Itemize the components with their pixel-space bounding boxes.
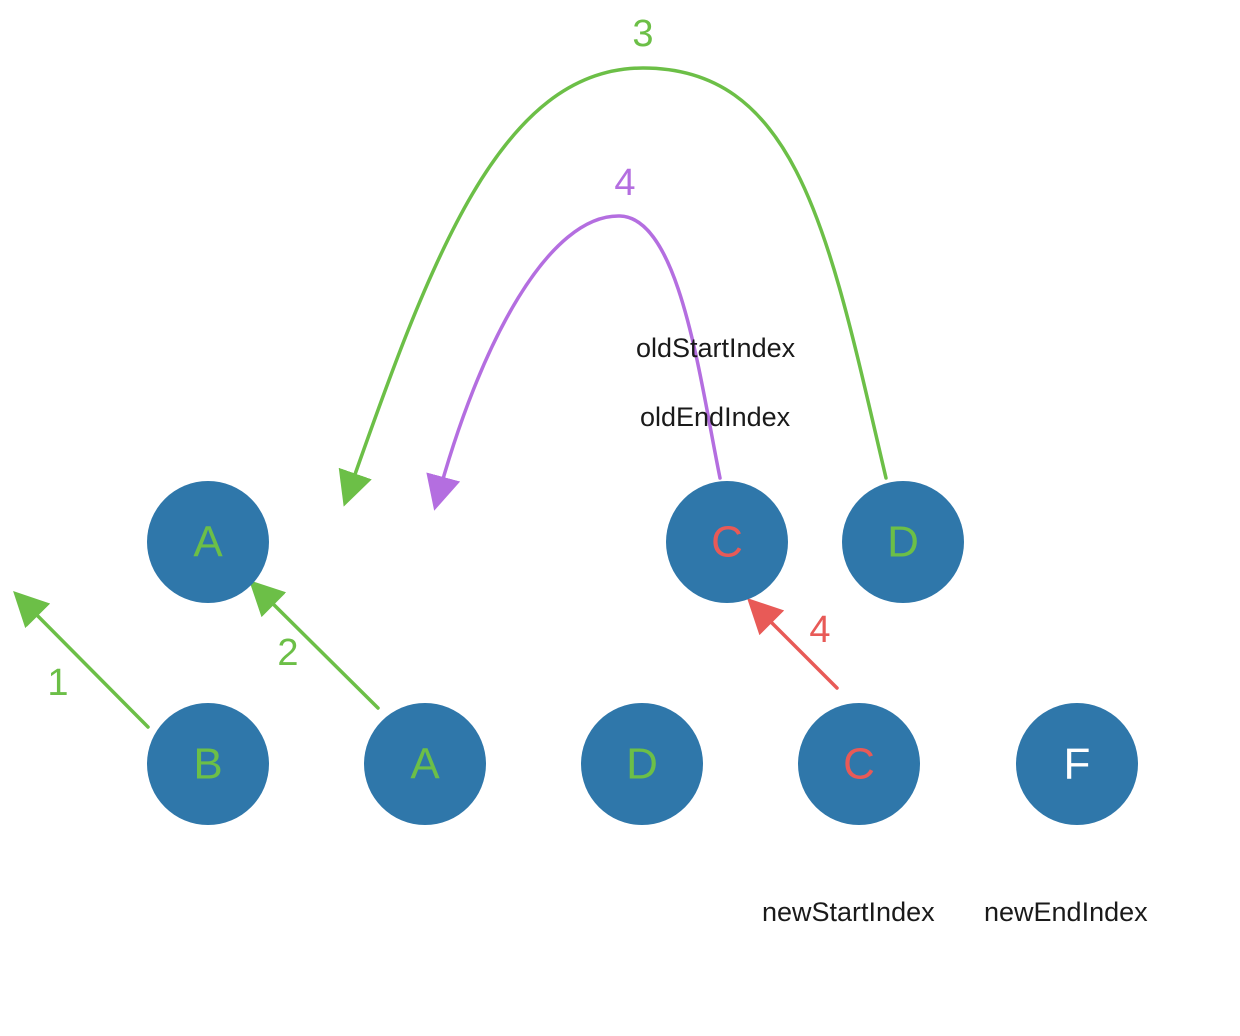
node-circle (581, 703, 703, 825)
old-end-index-label: oldEndIndex (640, 402, 791, 432)
node-label: A (410, 740, 440, 789)
node-label: C (843, 740, 875, 789)
node-label: B (193, 740, 222, 789)
node-label: A (193, 518, 223, 567)
old-node-c: C (666, 481, 788, 603)
arrow-step-4-red (747, 598, 839, 690)
arrow-step-1 (13, 591, 150, 729)
step-label-4-red: 4 (809, 609, 830, 651)
step-label-3: 3 (632, 13, 653, 55)
arrow-step-2 (249, 580, 380, 710)
index-labels: oldStartIndex oldEndIndex newStartIndex … (636, 333, 1148, 927)
old-start-index-label: oldStartIndex (636, 333, 796, 363)
arrows (13, 66, 888, 729)
node-circle (1016, 703, 1138, 825)
old-node-a: A (147, 481, 269, 603)
node-circle (798, 703, 920, 825)
node-label: F (1064, 740, 1091, 789)
node-circle (666, 481, 788, 603)
node-circle (842, 481, 964, 603)
arrow-step-3 (338, 66, 888, 507)
new-node-b: B (147, 703, 269, 825)
node-label: D (887, 518, 919, 567)
node-label: C (711, 518, 743, 567)
old-node-row: A C D (147, 481, 964, 603)
node-circle (147, 703, 269, 825)
new-node-row: B A D C F (147, 703, 1138, 825)
new-start-index-label: newStartIndex (762, 897, 935, 927)
node-circle (147, 481, 269, 603)
node-label: D (626, 740, 658, 789)
old-node-d: D (842, 481, 964, 603)
step-label-2: 2 (277, 632, 298, 674)
node-circle (364, 703, 486, 825)
step-label-1: 1 (47, 662, 68, 704)
new-node-c: C (798, 703, 920, 825)
arrow-step-4-purple (426, 214, 722, 511)
new-node-f: F (1016, 703, 1138, 825)
new-node-d: D (581, 703, 703, 825)
new-node-a: A (364, 703, 486, 825)
step-labels: 1 2 3 4 4 (47, 13, 830, 704)
step-label-4-purple: 4 (614, 162, 635, 204)
new-end-index-label: newEndIndex (984, 897, 1148, 927)
